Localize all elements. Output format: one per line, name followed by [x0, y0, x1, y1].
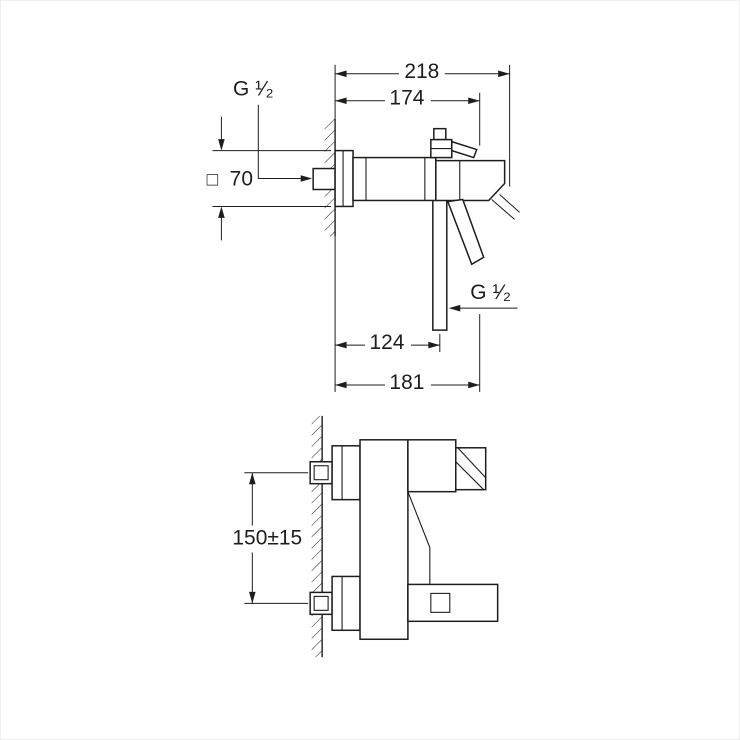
- arrowhead: [428, 341, 440, 349]
- dimension-value: 181: [389, 371, 424, 394]
- arrowhead: [335, 70, 347, 78]
- side-view: 218 174 G ¹⁄₂ □ 70 G ¹⁄₂: [207, 58, 520, 394]
- dimension-label-mask: [365, 330, 411, 355]
- dimension-value: 70: [230, 168, 253, 191]
- wall-section-plan: [311, 415, 323, 658]
- upper-block: [407, 439, 457, 493]
- arrowhead: [335, 341, 347, 349]
- arrowhead: [249, 591, 256, 604]
- arrowhead: [218, 139, 225, 151]
- mixer-body-plan: [359, 439, 409, 641]
- stream-direction-line: [491, 199, 515, 220]
- square-section-symbol: □: [207, 170, 219, 191]
- dimension-label-mask: [384, 85, 431, 110]
- dimension-label-mask: [384, 370, 431, 394]
- dimension-174: 174: [335, 85, 481, 146]
- arrowhead: [300, 175, 313, 182]
- stream-direction-line: [499, 194, 520, 213]
- faucet-plan-view: [309, 439, 499, 641]
- mixer-body: [352, 156, 437, 202]
- lever-block-detail: [457, 447, 487, 479]
- mousseur-square: [430, 592, 451, 613]
- diverter-lever: [451, 140, 478, 159]
- inlet-union: [312, 167, 336, 191]
- dimension-value: 218: [404, 60, 439, 83]
- escutcheon-side: [334, 149, 354, 208]
- shower-outlet-tube: [432, 200, 448, 331]
- arrowhead: [448, 304, 461, 312]
- arrowhead: [498, 70, 510, 78]
- arrowhead: [249, 472, 256, 485]
- arrowhead: [335, 381, 347, 389]
- dimension-218: 218: [334, 58, 511, 187]
- diverter-stem: [433, 127, 447, 141]
- dimension-181: 181: [335, 314, 481, 394]
- faucet-side-view: [312, 127, 520, 331]
- dimension-label-mask: [231, 525, 304, 553]
- plan-view: 150±15: [231, 415, 499, 658]
- arrowhead: [218, 206, 225, 218]
- label-outlet-thread: G ¹⁄₂: [448, 281, 518, 312]
- lever-block: [455, 447, 487, 491]
- thread-size-label: G ¹⁄₂: [233, 78, 274, 101]
- spout-plan: [407, 583, 499, 623]
- wall-hatching: [311, 415, 323, 658]
- upper-escutcheon: [331, 445, 361, 501]
- lower-union-detail: [313, 595, 329, 611]
- arrowhead: [468, 381, 480, 389]
- arrowhead: [335, 97, 347, 105]
- control-lever: [446, 198, 485, 266]
- arrowhead: [468, 97, 480, 105]
- lower-escutcheon: [331, 575, 361, 632]
- dimension-124: 124: [334, 236, 441, 392]
- dimension-150: 150±15: [231, 472, 309, 604]
- upper-union-detail: [313, 465, 329, 481]
- dimension-label-mask: [398, 58, 445, 83]
- dimension-70: □ 70: [207, 116, 332, 241]
- dimension-value: 174: [389, 87, 424, 110]
- upper-union: [309, 461, 333, 485]
- thread-size-label: G ¹⁄₂: [470, 281, 511, 304]
- dimension-value: 150±15: [232, 527, 302, 550]
- spout-body: [435, 159, 506, 202]
- leader-line: [257, 104, 302, 180]
- lower-union: [309, 591, 333, 616]
- dimension-value: 124: [369, 331, 404, 354]
- lever-block-detail: [455, 461, 485, 491]
- label-inlet-thread: G ¹⁄₂: [233, 78, 313, 182]
- body-taper-line: [407, 491, 431, 585]
